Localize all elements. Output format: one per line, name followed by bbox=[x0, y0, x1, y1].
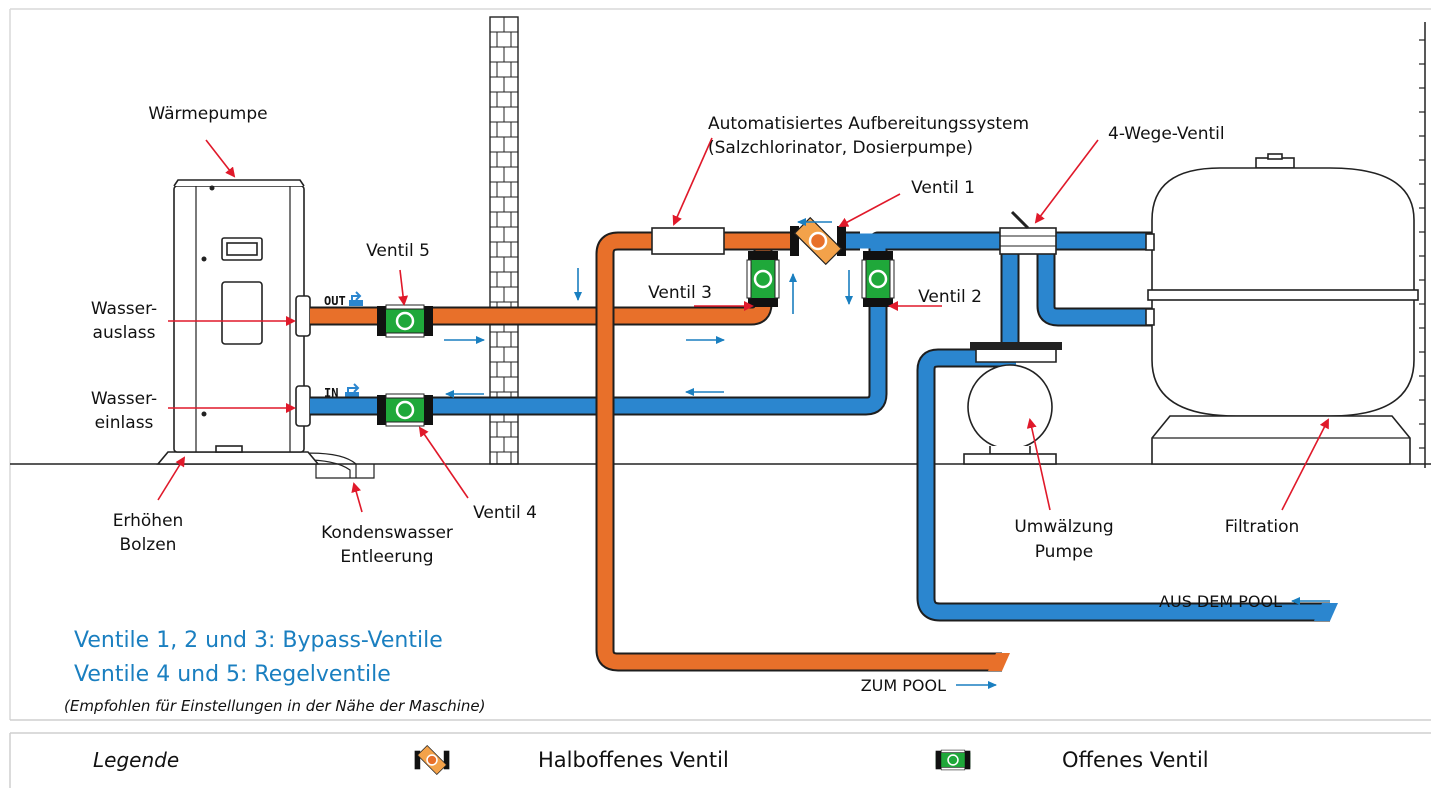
label-water-outlet-1: Wasser- bbox=[91, 299, 157, 319]
label-water-inlet-1: Wasser- bbox=[91, 389, 157, 409]
label-treatment-system-1: Automatisiertes Aufbereitungssystem bbox=[708, 114, 1029, 134]
legend-half-open-valve-icon bbox=[413, 744, 451, 776]
note-control-valves: Ventile 4 und 5: Regelventile bbox=[74, 662, 391, 687]
label-valve-3: Ventil 3 bbox=[648, 283, 712, 303]
label-circ-pump-2: Pumpe bbox=[1035, 542, 1094, 562]
filter-tank bbox=[1145, 153, 1419, 465]
label-valve-5: Ventil 5 bbox=[366, 241, 430, 261]
label-valve-1: Ventil 1 bbox=[911, 178, 975, 198]
legend: Legende Halboffenes Ventil Offenes Venti… bbox=[93, 744, 1209, 776]
building-wall-ticks bbox=[1419, 39, 1425, 449]
flow-arrows bbox=[444, 218, 1330, 689]
water-outlet-port bbox=[295, 295, 311, 337]
water-inlet-port bbox=[295, 385, 311, 427]
label-raise-bolts-1: Erhöhen bbox=[113, 511, 184, 531]
condensate-drain bbox=[315, 464, 375, 479]
out-tag: OUT bbox=[324, 294, 346, 308]
legend-open-label: Offenes Ventil bbox=[1062, 748, 1209, 772]
label-water-outlet-2: auslass bbox=[93, 323, 156, 343]
valve-2[interactable] bbox=[860, 249, 896, 309]
circulation-pump bbox=[963, 342, 1062, 465]
legend-open-valve-icon bbox=[934, 749, 972, 771]
label-condensate-1: Kondenswasser bbox=[321, 523, 453, 543]
label-four-way-valve: 4-Wege-Ventil bbox=[1108, 124, 1225, 144]
note-recommendation: (Empfohlen für Einstellungen in der Nähe… bbox=[64, 697, 485, 715]
cold-water-pipes bbox=[310, 231, 1330, 622]
label-valve-2: Ventil 2 bbox=[918, 287, 982, 307]
pointer-arrows bbox=[157, 137, 1329, 513]
label-from-pool: AUS DEM POOL bbox=[1159, 592, 1282, 611]
label-water-inlet-2: einlass bbox=[95, 413, 154, 433]
note-bypass-valves: Ventile 1, 2 und 3: Bypass-Ventile bbox=[74, 628, 443, 653]
label-to-pool: ZUM POOL bbox=[861, 676, 946, 695]
valve-5[interactable] bbox=[375, 303, 435, 339]
label-raise-bolts-2: Bolzen bbox=[120, 535, 177, 555]
label-circ-pump-1: Umwälzung bbox=[1014, 517, 1113, 537]
label-filtration: Filtration bbox=[1225, 517, 1300, 537]
label-treatment-system-2: (Salzchlorinator, Dosierpumpe) bbox=[708, 138, 973, 158]
hot-water-pipes bbox=[310, 231, 1002, 672]
valve-4[interactable] bbox=[375, 392, 435, 428]
brick-wall bbox=[489, 16, 519, 465]
label-valve-4: Ventil 4 bbox=[473, 503, 537, 523]
label-heat-pump: Wärmepumpe bbox=[148, 104, 267, 124]
valve-1[interactable] bbox=[788, 216, 848, 266]
label-condensate-2: Entleerung bbox=[340, 547, 433, 567]
heat-pump bbox=[156, 179, 320, 465]
legend-half-open-label: Halboffenes Ventil bbox=[538, 748, 729, 772]
legend-title: Legende bbox=[93, 748, 179, 772]
valve-3[interactable] bbox=[745, 249, 781, 309]
treatment-system-box bbox=[651, 227, 725, 255]
four-way-valve bbox=[999, 210, 1057, 255]
